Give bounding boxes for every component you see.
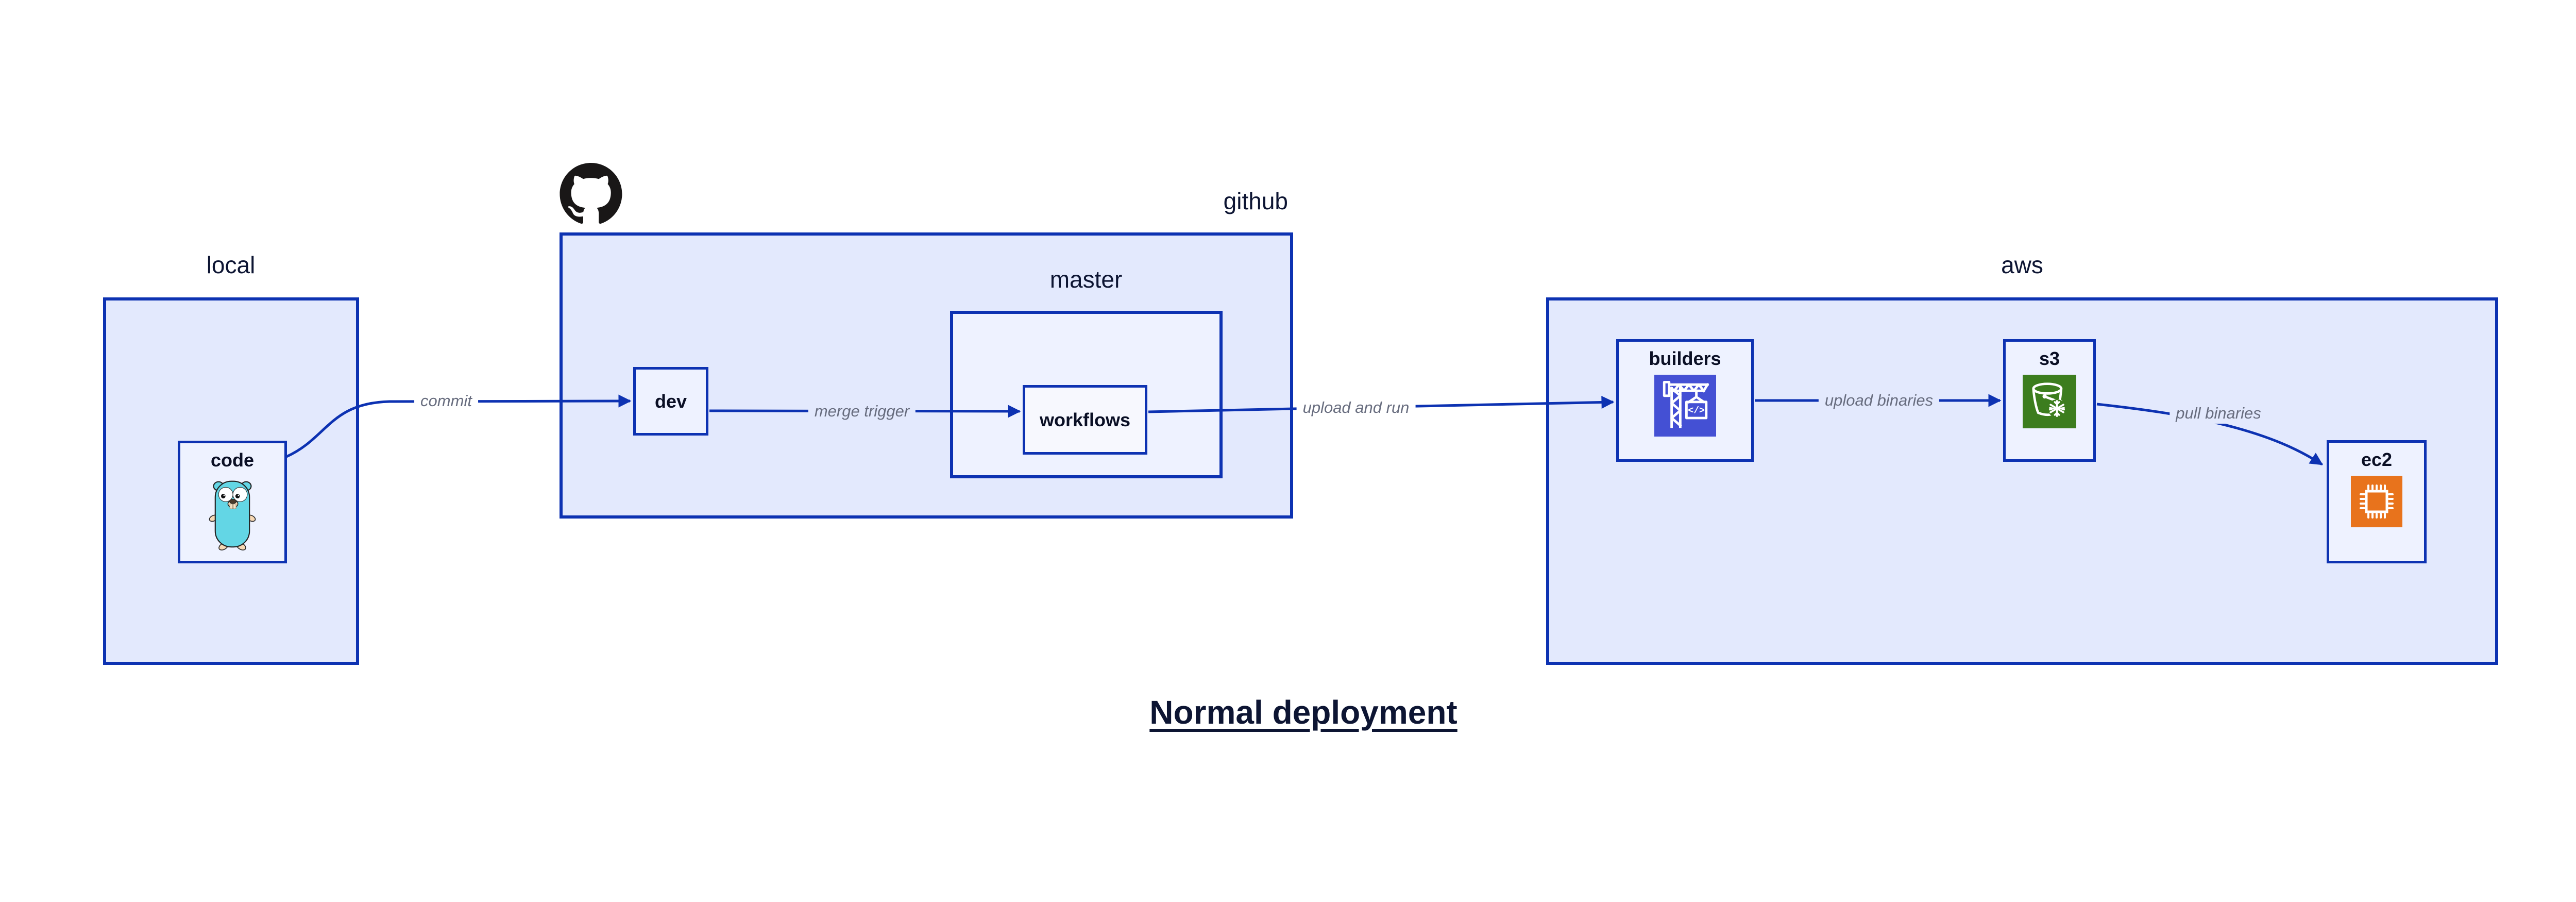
node-workflows-label: workflows <box>1039 409 1131 430</box>
ec2-chip-icon <box>2351 476 2402 530</box>
go-gopher-icon <box>204 476 261 556</box>
node-s3-label: s3 <box>2039 348 2060 369</box>
node-builders: builders </> <box>1616 339 1754 462</box>
container-master-label: master <box>1049 266 1123 293</box>
container-aws-label: aws <box>2001 252 2043 278</box>
s3-glacier-bucket-icon <box>2023 375 2076 431</box>
edge-label-pull-binaries: pull binaries <box>2170 403 2267 424</box>
node-code-label: code <box>210 449 255 471</box>
codebuild-crane-icon: </> <box>1654 375 1716 439</box>
node-dev-label: dev <box>654 390 687 412</box>
edge-label-upload-binaries: upload binaries <box>1818 390 1940 411</box>
node-workflows: workflows <box>1023 385 1147 455</box>
edge-label-merge-trigger: merge trigger <box>808 401 916 422</box>
node-ec2: ec2 <box>2327 440 2427 563</box>
github-octocat-icon <box>559 163 623 225</box>
diagram-title: Normal deployment <box>1149 694 1458 731</box>
edge-label-commit: commit <box>414 391 478 411</box>
node-ec2-label: ec2 <box>2361 449 2393 470</box>
container-local-label: local <box>206 252 256 278</box>
node-dev: dev <box>633 367 708 436</box>
container-github-label: github <box>1223 188 1288 214</box>
node-s3: s3 <box>2003 339 2096 462</box>
svg-text:</>: </> <box>1688 406 1704 416</box>
node-code: code <box>178 441 287 563</box>
node-builders-label: builders <box>1649 348 1721 369</box>
edge-label-upload-and-run: upload and run <box>1296 397 1416 418</box>
